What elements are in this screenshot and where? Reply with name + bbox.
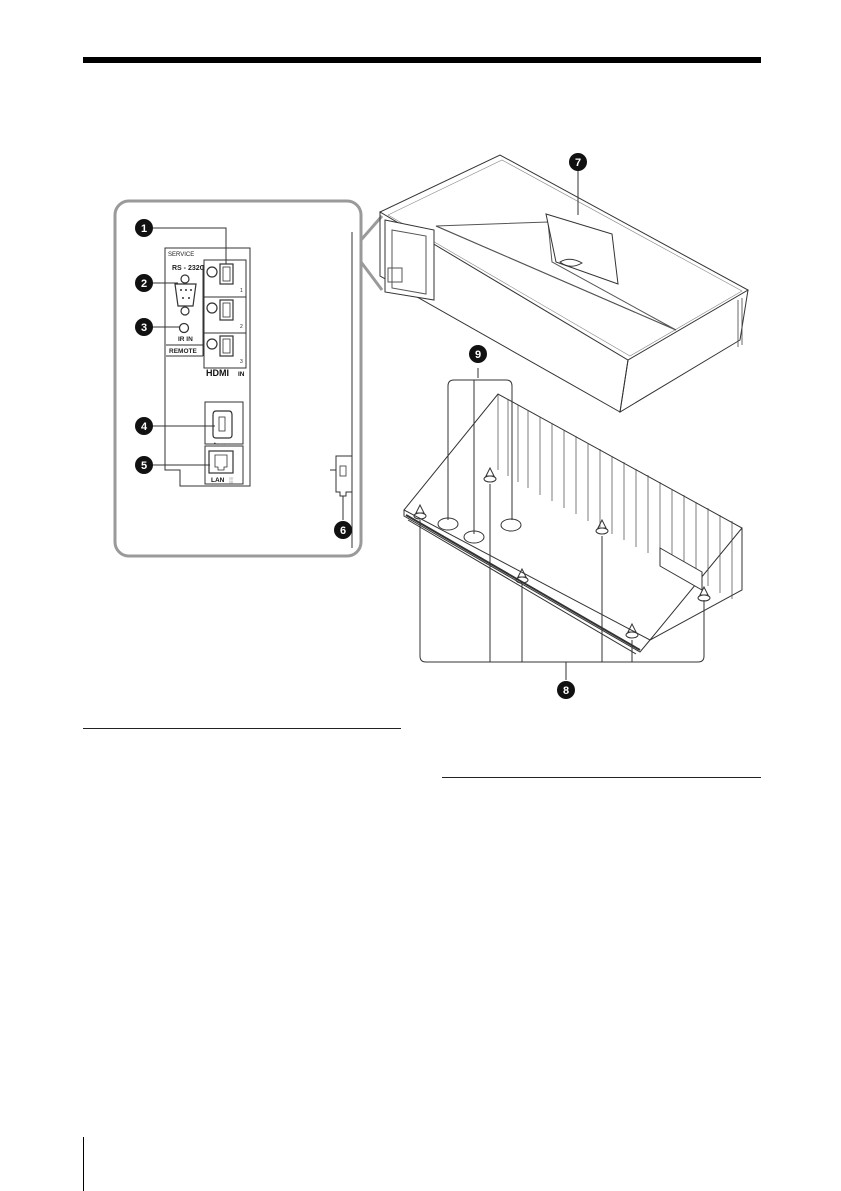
callout-4: 4 — [135, 417, 153, 435]
callout-2: 2 — [135, 274, 153, 292]
svg-text:3: 3 — [141, 322, 147, 334]
callout-5: 5 — [135, 456, 153, 474]
svg-text:8: 8 — [563, 685, 569, 697]
callout-3: 3 — [135, 318, 153, 336]
hdmi-brand-label: HDMI — [206, 368, 229, 378]
callout-9: 9 — [469, 345, 487, 363]
column-rule-left — [83, 728, 401, 729]
rs232c-block: SERVICE RS - 232C IR IN REMOTE — [166, 252, 205, 356]
callout-1: 1 — [135, 219, 153, 237]
callout-6: 6 — [334, 521, 352, 539]
projector-parts-diagram: SERVICE RS - 232C IR IN REMOTE 1 — [0, 0, 841, 720]
svg-text:2: 2 — [240, 324, 243, 330]
svg-text:9: 9 — [475, 349, 481, 361]
page-margin-line — [83, 1137, 84, 1191]
svg-text:7: 7 — [575, 157, 581, 169]
connector-panel-inset: SERVICE RS - 232C IR IN REMOTE 1 — [115, 201, 382, 556]
lan-network-icon: ░ — [229, 477, 234, 484]
svg-text:1: 1 — [240, 288, 243, 294]
hdmi-port-2[interactable]: 2 — [207, 300, 243, 330]
usb-block: •←→ — [205, 402, 243, 447]
lan-label: LAN — [211, 477, 225, 484]
rs232c-port[interactable] — [175, 284, 196, 306]
svg-text:5: 5 — [141, 460, 147, 472]
svg-text:6: 6 — [340, 525, 346, 537]
hdmi-port-1[interactable]: 1 — [207, 264, 243, 294]
projector-bottom-view — [404, 368, 742, 680]
service-label: SERVICE — [168, 252, 194, 258]
hdmi-block: 1 2 3 HDMI IN — [204, 260, 246, 378]
hdmi-in-label: IN — [238, 371, 245, 378]
lan-block: LAN ░ — [205, 446, 243, 484]
usb-port[interactable] — [213, 411, 232, 438]
projector-top-view — [380, 155, 748, 412]
ir-in-port[interactable] — [180, 324, 189, 333]
svg-text:3: 3 — [240, 359, 243, 365]
svg-text:1: 1 — [141, 223, 147, 235]
rs232c-label: RS - 232C — [172, 265, 205, 272]
svg-text:2: 2 — [141, 278, 147, 290]
hdmi-port-3[interactable]: 3 — [207, 336, 243, 365]
callout-8: 8 — [557, 681, 575, 699]
svg-text:4: 4 — [141, 421, 148, 433]
callout-7: 7 — [569, 153, 587, 171]
ac-in-socket — [330, 456, 352, 496]
column-rule-right — [442, 777, 761, 778]
ir-in-label: IR IN — [178, 336, 193, 343]
remote-label: REMOTE — [169, 348, 197, 355]
